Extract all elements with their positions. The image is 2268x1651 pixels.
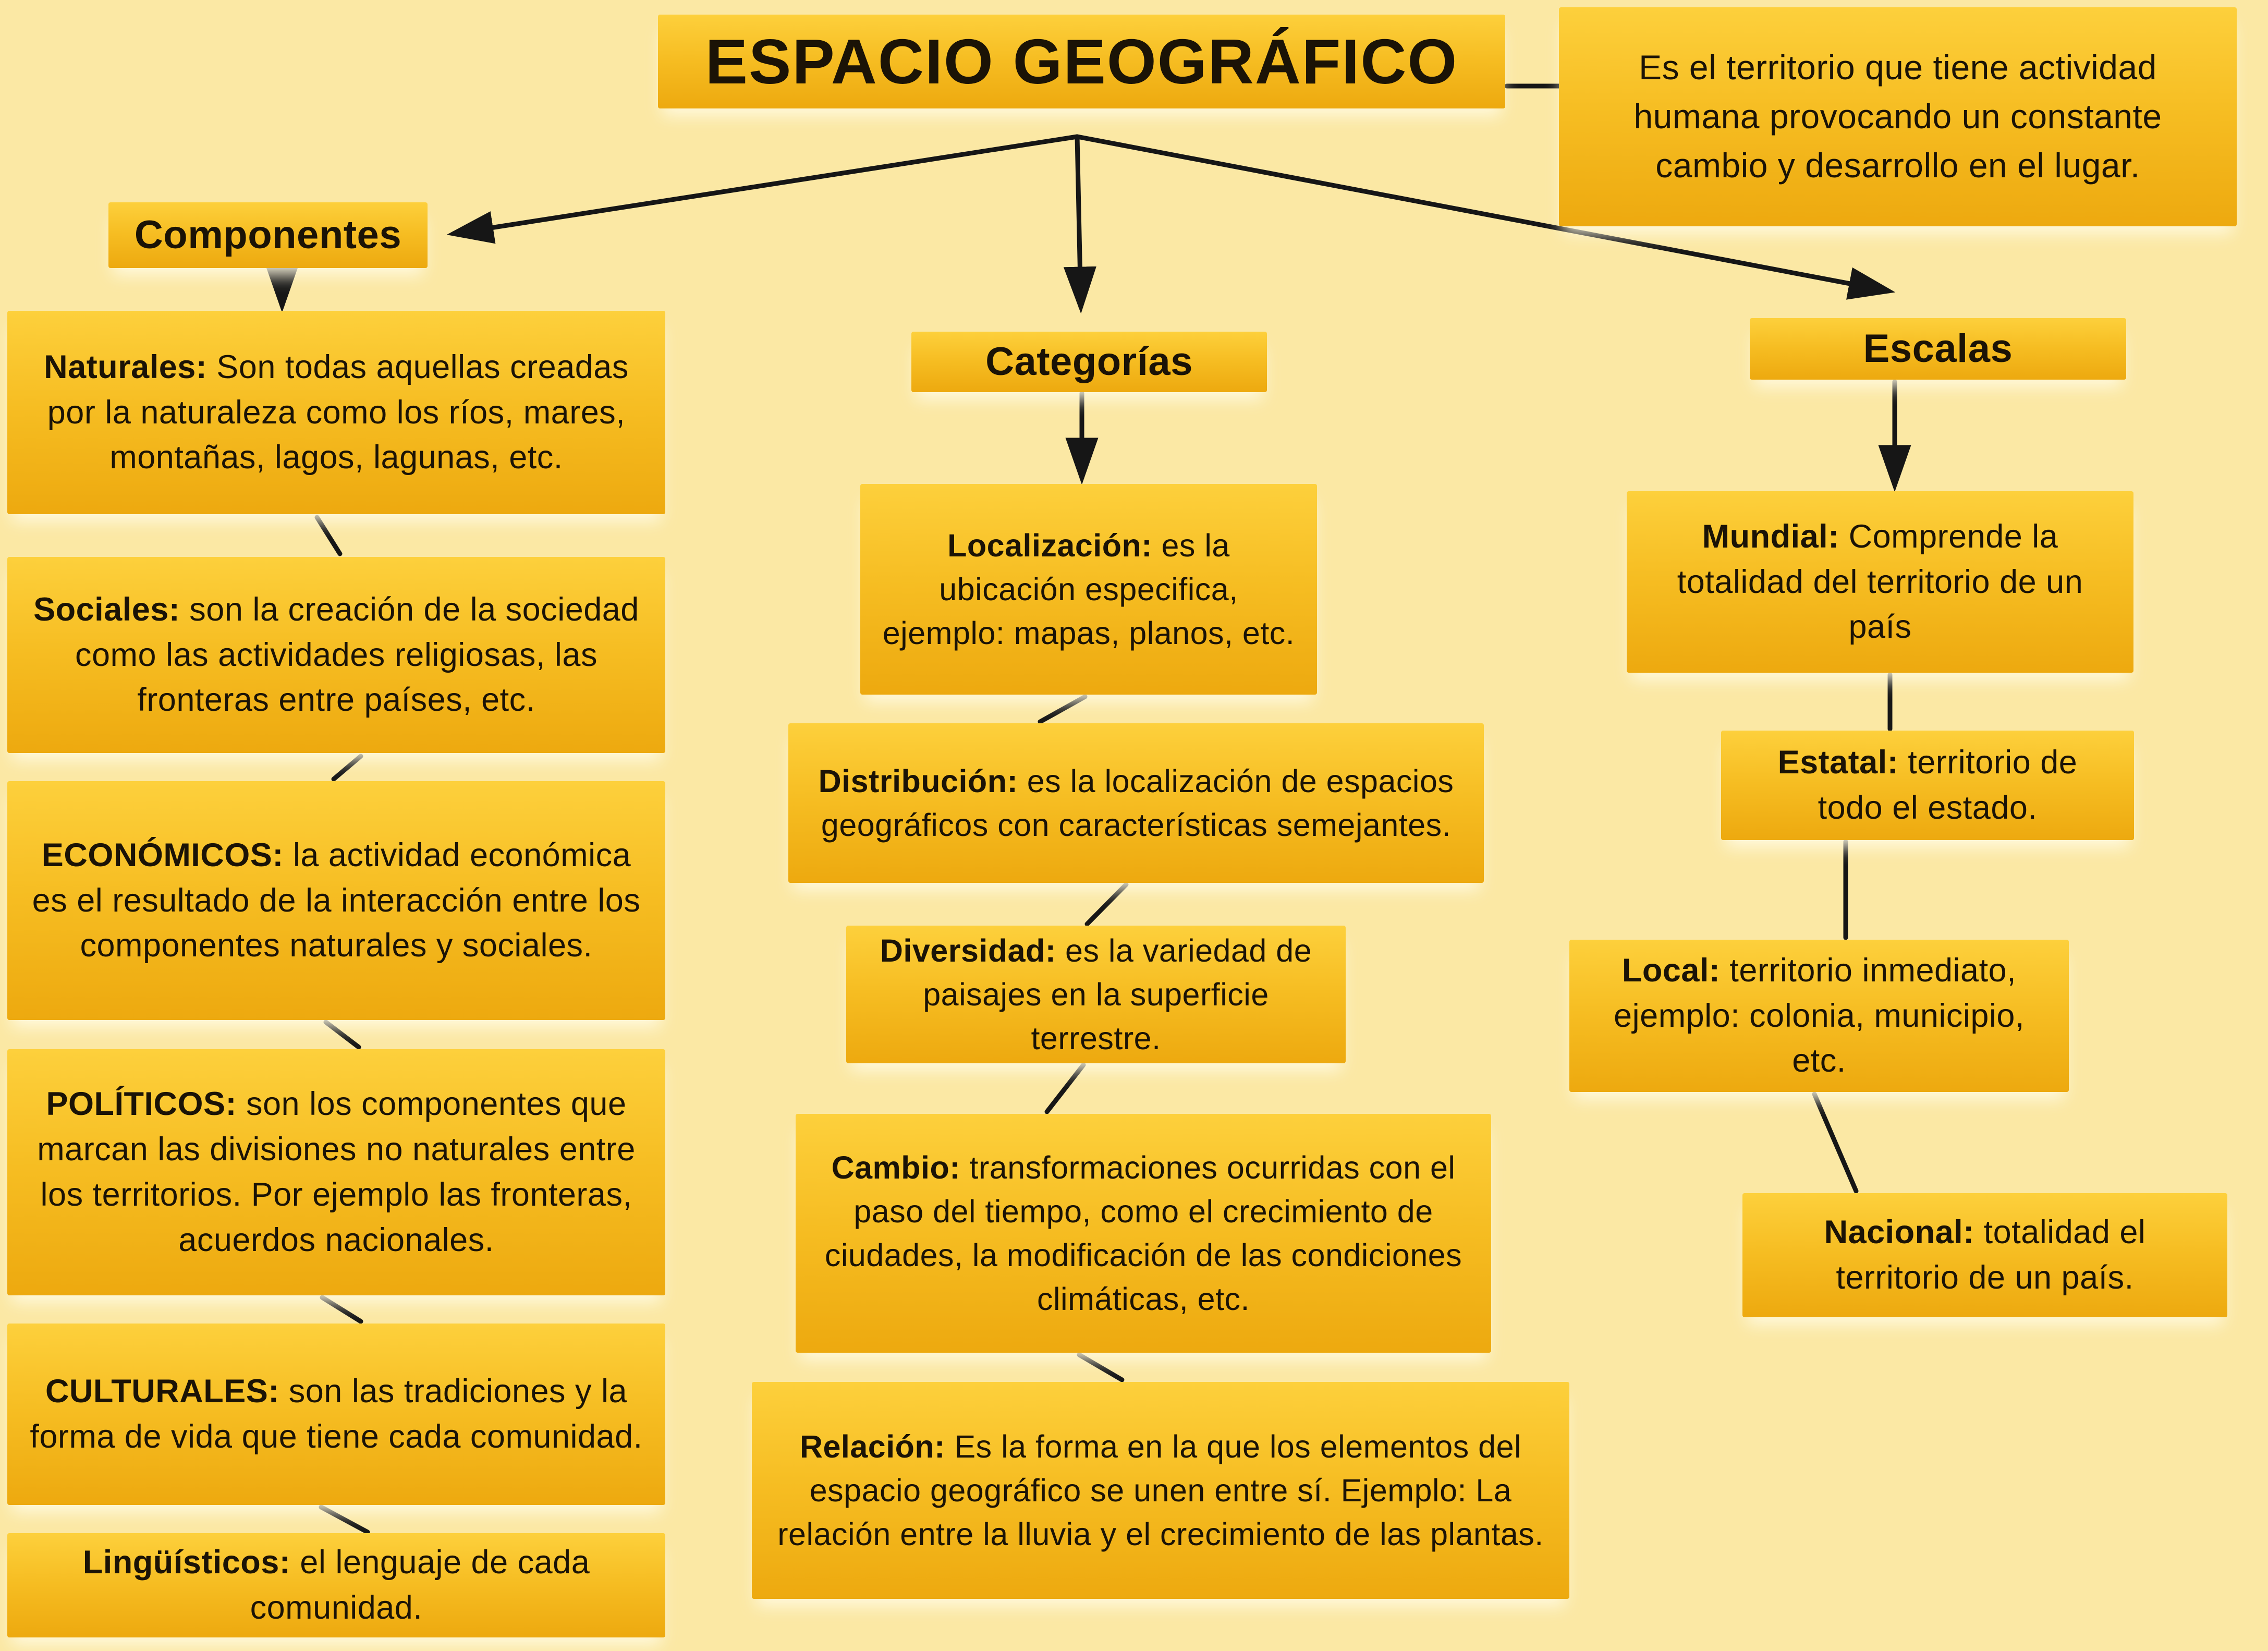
edge-title-componentes [446,134,1080,244]
branch-categorias-header: Categorías [911,332,1267,392]
node-economicos: ECONÓMICOS: la actividad económica es el… [7,781,665,1020]
edge-economicos-politicos [323,1019,361,1050]
node-cambio: Cambio: transformaciones ocurridas con e… [796,1114,1491,1353]
node-localizacion: Localización: es la ubicación especifica… [860,484,1317,695]
branch-escalas-header: Escalas [1750,318,2126,380]
definition-node: Es el territorio que tiene actividad hum… [1559,7,2237,226]
node-culturales: CULTURALES: son las tradiciones y la for… [7,1324,665,1505]
page-title: ESPACIO GEOGRÁFICO [705,26,1458,97]
edge-title-categorias [1063,134,1096,314]
node-local: Local: territorio inmediato, ejemplo: co… [1569,940,2069,1092]
edge-localizacion-distribucion [1038,694,1088,724]
edge-cambio-relacion [1077,1352,1125,1382]
edge-sociales-economicos [331,754,363,782]
node-mundial: Mundial: Comprende la totalidad del terr… [1627,491,2133,673]
definition-text: Es el territorio que tiene actividad hum… [1633,48,2162,185]
node-estatal: Estatal: territorio de todo el estado. [1721,731,2134,840]
edge-distribucion-diversidad [1084,882,1129,927]
edge-title-escalas [1075,134,1896,300]
edge-local-nacional [1812,1091,1859,1194]
node-sociales: Sociales: son la creación de la sociedad… [7,557,665,753]
node-politicos: POLÍTICOS: son los componentes que marca… [7,1049,665,1295]
edge-diversidad-cambio [1044,1062,1086,1114]
node-diversidad: Diversidad: es la variedad de paisajes e… [846,926,1346,1063]
branch-componentes-header: Componentes [108,202,428,268]
node-distribucion: Distribución: es la localización de espa… [788,723,1484,883]
node-linguisticos: Lingüísticos: el lenguaje de cada comuni… [7,1533,665,1637]
edge-naturales-sociales [314,515,343,556]
node-naturales: Naturales: Son todas aquellas creadas po… [7,311,665,514]
node-relacion: Relación: Es la forma en la que los elem… [752,1382,1569,1599]
edge-politicos-culturales [320,1295,363,1324]
node-nacional: Nacional: totalidad el territorio de un … [1742,1193,2227,1317]
edge-culturales-linguisticos [319,1504,370,1535]
title-node: ESPACIO GEOGRÁFICO [658,15,1505,108]
